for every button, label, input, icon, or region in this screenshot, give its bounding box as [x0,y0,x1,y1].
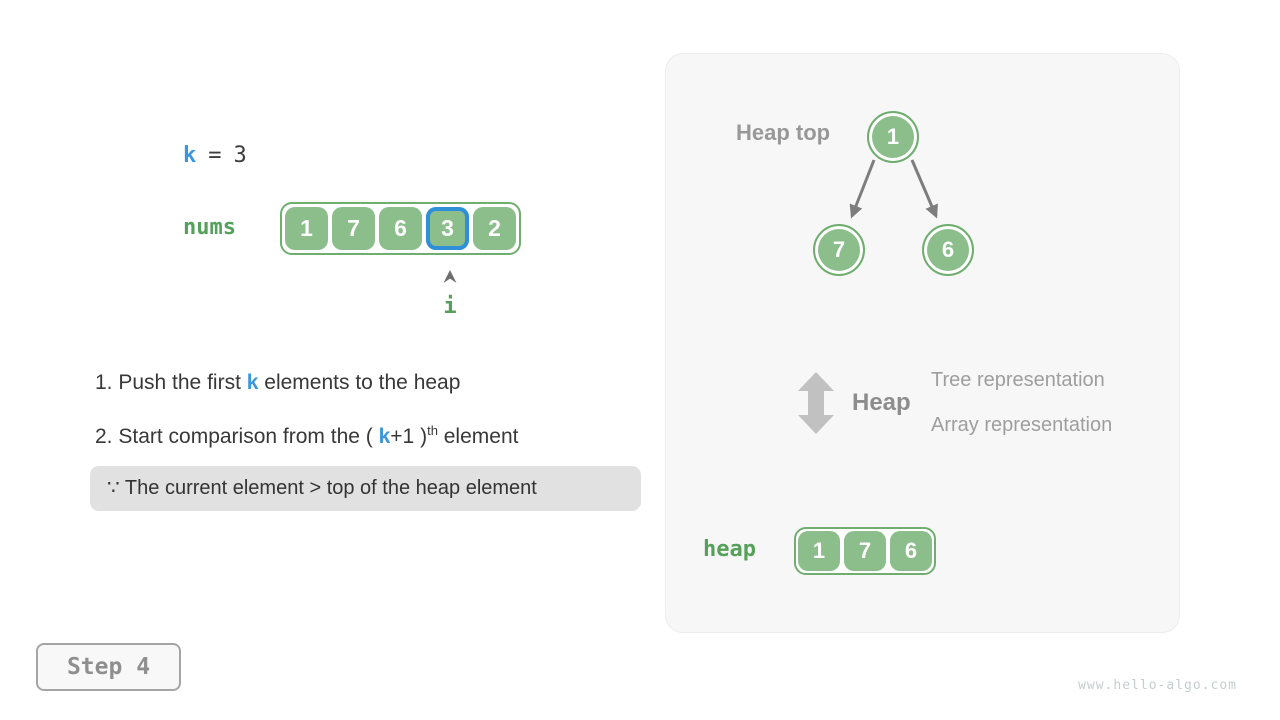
heap-cell-1: 7 [844,531,886,571]
legend-tree-representation: Tree representation [931,369,1105,391]
step2-mid: +1 ) [390,425,428,448]
nums-label: nums [183,215,236,240]
edge-root-right [910,159,938,219]
nums-array: 1 7 6 3 2 [280,202,521,255]
step-button[interactable]: Step 4 [36,643,181,691]
legend-array-representation: Array representation [931,414,1113,436]
nums-cell-2: 6 [379,207,422,250]
tree-node-right: 6 [922,224,974,276]
step1-pre: 1. Push the first [95,371,247,394]
tree-node-left: 7 [813,224,865,276]
step2-k-variable: k [378,425,391,448]
heap-panel: Heap top 1 7 6 Heap Tree representation … [665,53,1180,633]
legend-heap-title: Heap [852,389,911,416]
k-assignment: k = 3 [183,143,247,168]
equals-sign: = [208,143,222,168]
step2-post: element [437,425,519,448]
step2-superscript: th [427,423,438,438]
step2-text: 2. Start comparison from the ( k+1 )th e… [95,423,518,449]
heap-cell-2: 6 [890,531,932,571]
heap-cell-0: 1 [798,531,840,571]
up-arrow-icon [443,270,457,283]
up-down-arrow-icon [798,372,834,434]
step1-k-variable: k [246,371,259,394]
nums-cell-1: 7 [332,207,375,250]
nums-cell-4: 2 [473,207,516,250]
heap-array: 1 7 6 [794,527,936,575]
step1-post: elements to the heap [258,371,461,394]
heap-array-label: heap [703,537,756,562]
step2-pre: 2. Start comparison from the ( [95,425,379,448]
heap-top-label: Heap top [736,120,831,145]
index-pointer-label: i [443,294,457,319]
nums-cell-3-highlighted: 3 [426,207,469,250]
step1-text: 1. Push the first k elements to the heap [95,371,460,395]
edge-root-left [849,159,876,219]
because-note: ∵ The current element > top of the heap … [90,466,641,511]
k-value: 3 [233,143,247,168]
k-variable: k [183,143,197,168]
watermark-url: www.hello-algo.com [1078,678,1237,693]
tree-node-root: 1 [867,111,919,163]
tree-edges [849,159,938,219]
nums-cell-0: 1 [285,207,328,250]
